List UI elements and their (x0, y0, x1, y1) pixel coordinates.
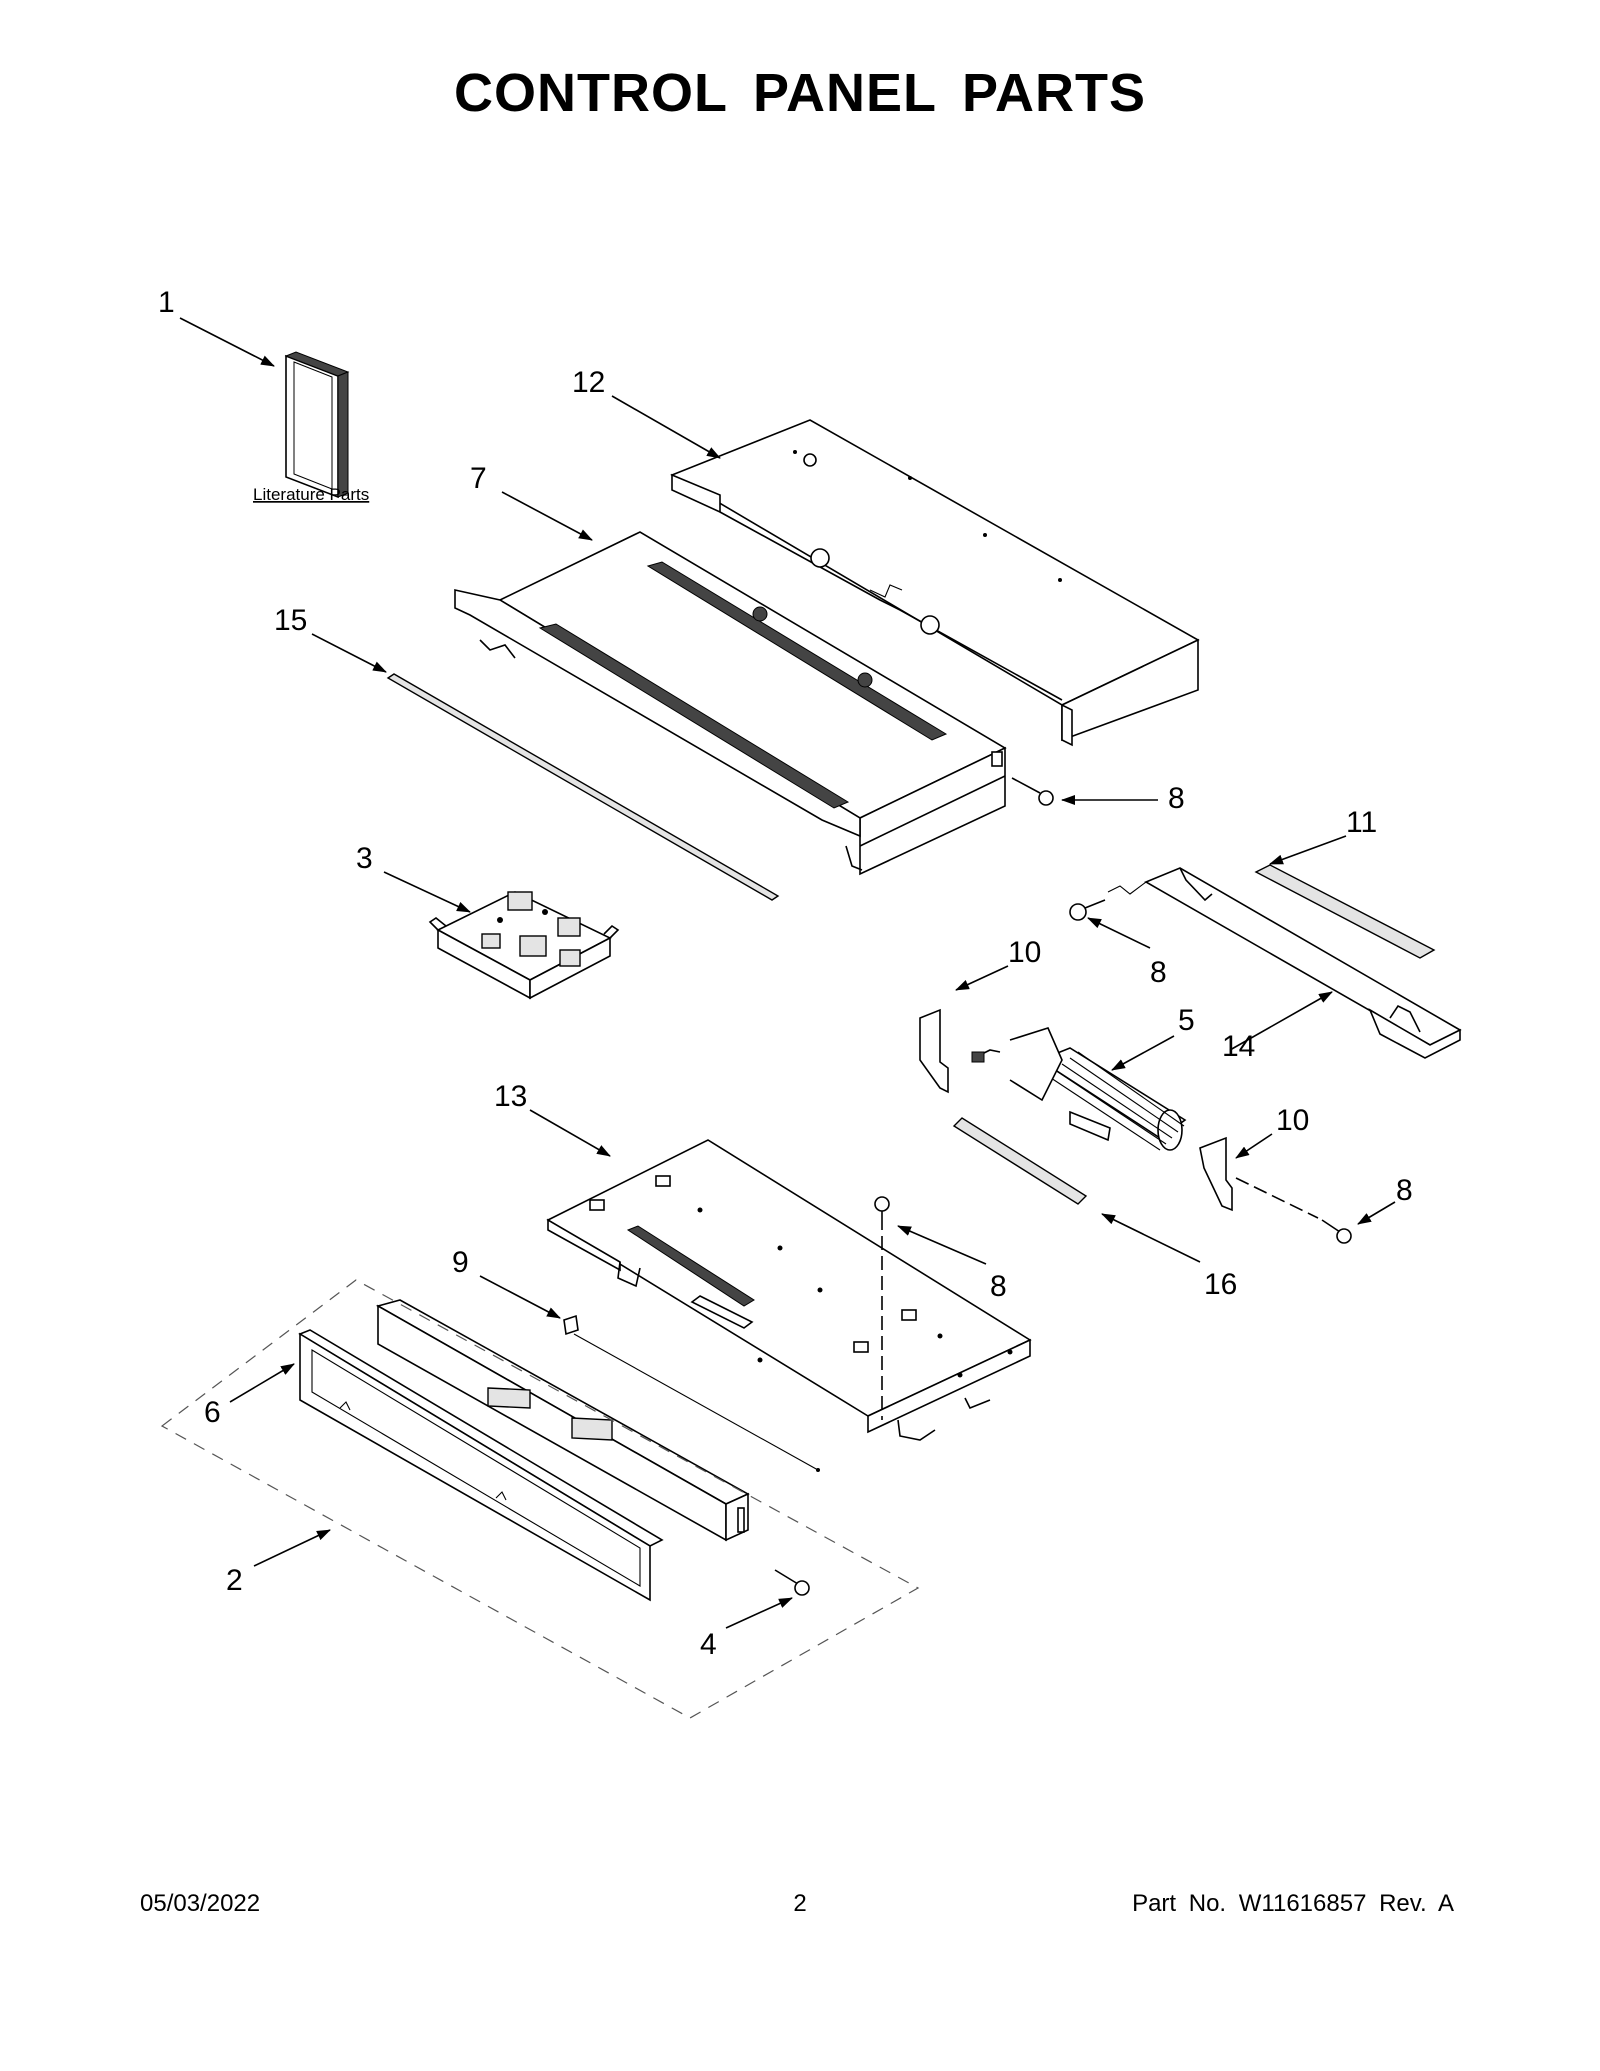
fan-mount-bracket-right (1199, 1136, 1233, 1212)
callout-11: 11 (1346, 806, 1377, 839)
screw-4 (774, 1569, 810, 1596)
footer-date: 05/03/2022 (140, 1890, 261, 1917)
literature-parts-label: Literature Parts (253, 485, 369, 504)
trim-frame-part (298, 1329, 664, 1602)
callout-arrows (179, 317, 1396, 1629)
callout-5: 5 (1178, 1004, 1195, 1037)
callout-3: 3 (356, 842, 373, 875)
screw-8d (1321, 1219, 1352, 1244)
callout-6: 6 (204, 1396, 221, 1429)
callout-8-bracket: 8 (1150, 956, 1167, 989)
screw-8a (1011, 777, 1054, 806)
callout-10-right: 10 (1276, 1104, 1309, 1137)
screw-8c (874, 1196, 890, 1230)
lower-strip-part (952, 1117, 1088, 1205)
page-title: CONTROL PANEL PARTS (453, 63, 1147, 123)
clip-part (563, 1314, 820, 1472)
callout-15: 15 (274, 604, 307, 637)
callout-8-top: 8 (1168, 782, 1185, 815)
fan-bracket-part (1107, 867, 1462, 1059)
blower-fan-part (971, 1027, 1187, 1151)
control-board-part (428, 891, 620, 1000)
footer-page-number: 2 (793, 1890, 807, 1917)
callout-8-right: 8 (1396, 1174, 1413, 1207)
callout-2: 2 (226, 1564, 243, 1597)
callout-labels: 1 12 7 15 3 8 11 8 10 14 5 10 8 13 8 16 … (158, 286, 1413, 1661)
assembly-lines (160, 1177, 1319, 1719)
callout-8-plate: 8 (990, 1270, 1007, 1303)
callout-10-left: 10 (1008, 936, 1041, 969)
callout-4: 4 (700, 1628, 717, 1661)
control-panel-part (375, 1299, 750, 1542)
callout-1: 1 (158, 286, 175, 319)
literature-booklet: Literature Parts (253, 351, 369, 504)
gasket-strip-part (386, 673, 780, 901)
control-housing-part (454, 531, 1007, 876)
top-cover-part (670, 419, 1200, 747)
callout-13: 13 (494, 1080, 527, 1113)
callout-14: 14 (1222, 1030, 1255, 1063)
callout-7: 7 (470, 462, 487, 495)
fan-mount-bracket-left (919, 1008, 949, 1094)
callout-9: 9 (452, 1246, 469, 1279)
callout-12: 12 (572, 366, 605, 399)
upper-strip-part (1254, 864, 1436, 959)
callout-16: 16 (1204, 1268, 1237, 1301)
screw-8b (1069, 899, 1106, 921)
mounting-plate-part (546, 1139, 1032, 1441)
footer-part-number: Part No. W11616857 Rev. A (1132, 1890, 1454, 1917)
